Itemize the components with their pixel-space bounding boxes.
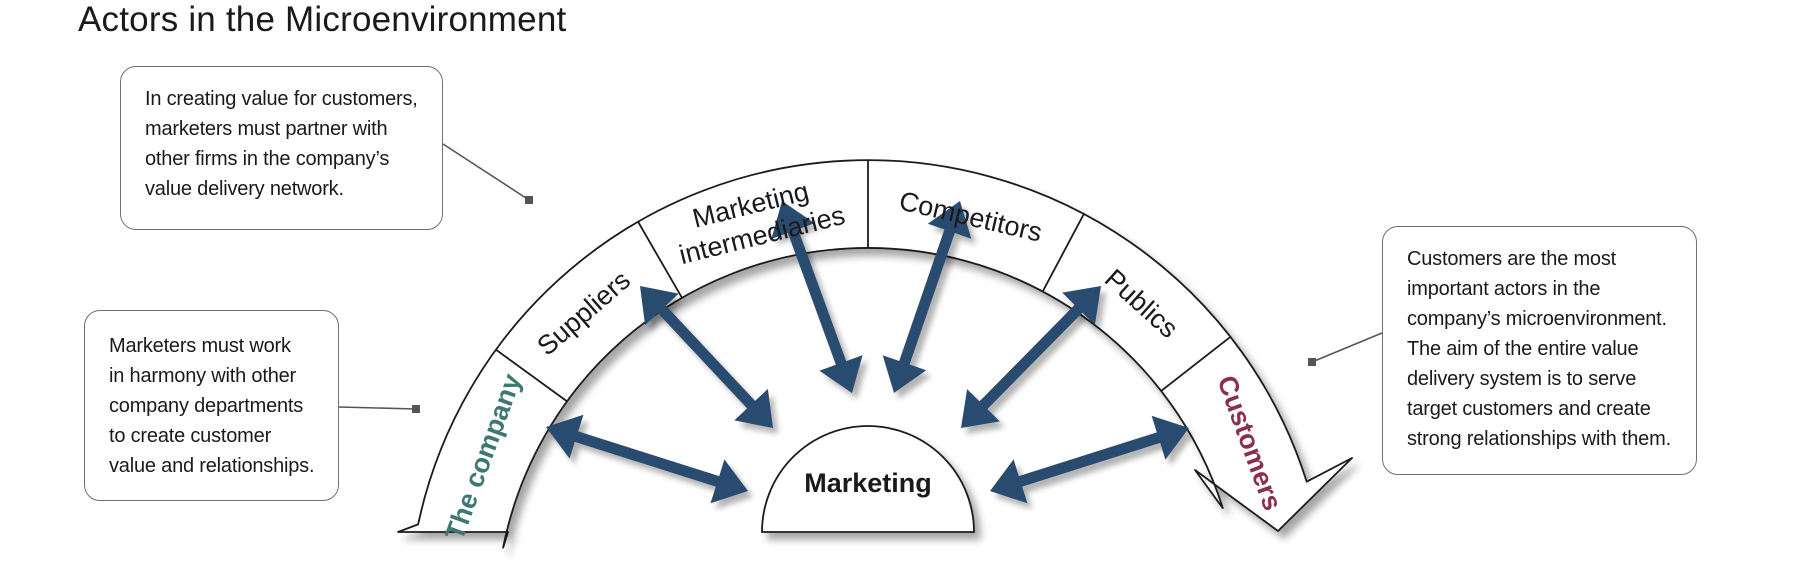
double-arrow-icon [961, 286, 1101, 428]
callout-text-line: in harmony with other [109, 365, 297, 387]
callout-text-line: Customers are the most [1407, 248, 1617, 270]
leader-line-customers [1311, 332, 1383, 363]
leader-dot-suppliers [525, 196, 533, 204]
callout-text-line: marketers must partner with [145, 118, 388, 140]
actors-band [397, 159, 1353, 549]
callout-text-line: to create customer [109, 425, 272, 447]
callout-suppliers: In creating value for customers, markete… [120, 66, 443, 230]
actors-band-outline [397, 159, 1353, 549]
callout-company: Marketers must work in harmony with othe… [84, 310, 339, 501]
double-arrow-icon [640, 286, 773, 428]
callout-text-line: target customers and create [1407, 398, 1651, 420]
relationship-arrows [546, 201, 1189, 504]
callout-text-line: value and relationships. [109, 455, 315, 477]
marketing-semicircle [761, 425, 975, 533]
double-arrow-icon [990, 415, 1189, 504]
callout-customers: Customers are the most important actors … [1382, 226, 1697, 475]
leader-dot-customers [1308, 358, 1316, 366]
band-divider [637, 221, 683, 299]
double-arrow-icon [546, 414, 748, 504]
double-arrow-icon [882, 201, 972, 393]
callout-text-line: important actors in the [1407, 278, 1601, 300]
leader-line-company [338, 406, 417, 410]
callout-text-line: Marketers must work [109, 335, 291, 357]
band-divider [1041, 213, 1085, 292]
callout-text-line: In creating value for customers, [145, 88, 418, 110]
band-divider [495, 348, 568, 403]
callout-text-line: company’s microenvironment. [1407, 308, 1667, 330]
marketing-label: Marketing [804, 468, 932, 498]
callout-text-line: company departments [109, 395, 304, 417]
callout-text-line: value delivery network. [145, 178, 344, 200]
band-divider [1160, 336, 1232, 392]
double-arrow-icon [771, 201, 863, 393]
leader-line-suppliers [442, 143, 530, 201]
callout-text-line: delivery system is to serve [1407, 368, 1637, 390]
marketing-hub [761, 425, 975, 533]
callout-text-line: strong relationships with them. [1407, 428, 1671, 450]
page-title: Actors in the Microenvironment [78, 0, 567, 39]
callout-text-line: The aim of the entire value [1407, 338, 1639, 360]
band-dividers [495, 160, 1232, 403]
callout-leaders [338, 143, 1383, 413]
callout-text-line: other firms in the company’s [145, 148, 390, 170]
leader-dot-company [412, 405, 420, 413]
